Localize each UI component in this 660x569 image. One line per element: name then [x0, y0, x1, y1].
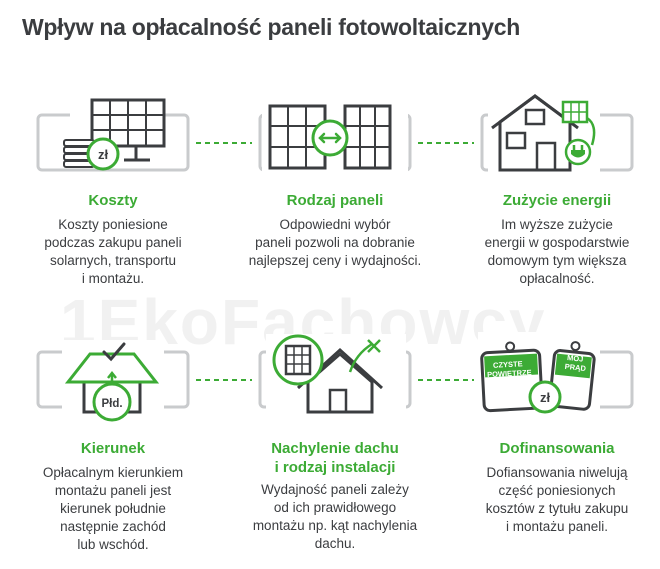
solar-panels-compare-icon	[262, 100, 408, 172]
card-description: Wydajność paneli zależy od ich prawidłow…	[252, 482, 418, 551]
house-south-icon	[62, 340, 164, 422]
card-heading: Koszty	[88, 192, 138, 209]
south-badge-text: Płd.	[101, 398, 122, 410]
card-description: Koszty poniesione podczas zakupu paneli …	[44, 217, 182, 286]
card-kierunek: Kierunek Opłacalnym kierunkiem montażu p…	[13, 439, 213, 554]
card-dofinansowania: Dofinansowania Dofiansowania niwelują cz…	[457, 439, 657, 536]
card-description: Dofiansowania niwelują część poniesionyc…	[485, 465, 629, 534]
card-description: Opłacalnym kierunkiem montażu paneli jes…	[42, 465, 184, 552]
subsidy-tags-icon	[478, 332, 600, 420]
card-description: Im wyższe zużycie energii w gospodarstwi…	[484, 217, 630, 286]
roof-tilt-icon	[266, 334, 406, 416]
card-heading: Rodzaj paneli	[286, 192, 384, 209]
card-zuzycie-energii: Zużycie energii Im wyższe zużycie energi…	[457, 191, 657, 288]
svg-text:MÓJ PRĄD: MÓJ PRĄD	[564, 353, 588, 373]
page-title: Wpływ na opłacalność paneli fotowoltaicz…	[22, 14, 520, 40]
card-koszty: Koszty Koszty poniesione podczas zakupu …	[13, 191, 213, 288]
card-heading: Kierunek	[80, 440, 146, 457]
card-heading: Zużycie energii	[502, 192, 612, 209]
card-nachylenie: Nachylenie dachu i rodzaj instalacji Wyd…	[235, 439, 435, 553]
house-energy-icon	[488, 94, 600, 173]
card-description: Odpowiedni wybór paneli pozwoli na dobra…	[248, 217, 422, 268]
tag-czyste-line2: POWIETRZE	[487, 368, 532, 379]
svg-text:CZYSTE POWIETRZE: CZYSTE POWIETRZE	[486, 359, 531, 379]
tag-moj-line2: PRĄD	[564, 362, 587, 373]
card-heading: Dofinansowania	[499, 440, 615, 457]
cost-badge-text: zł	[98, 147, 109, 162]
tag-czyste-line1: CZYSTE	[493, 359, 523, 370]
tag-moj-line1: MÓJ	[567, 353, 584, 364]
card-rodzaj-paneli: Rodzaj paneli Odpowiedni wybór paneli po…	[235, 191, 435, 270]
card-heading: Nachylenie dachu i rodzaj instalacji	[271, 440, 399, 476]
subsidy-badge-text: zł	[540, 390, 551, 405]
solar-panel-cost-icon	[63, 98, 166, 171]
